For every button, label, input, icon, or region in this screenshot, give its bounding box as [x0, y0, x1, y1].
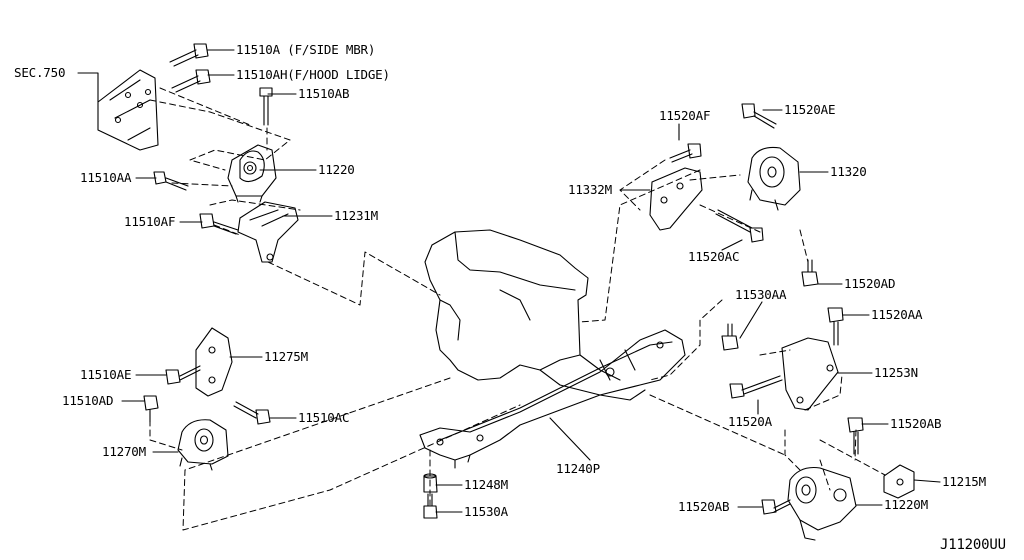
- bolt-11510ae: [165, 365, 201, 385]
- bolt-11510af: [199, 213, 239, 235]
- dashed-assembly-lines: [149, 87, 886, 531]
- callout-11275m: 11275M: [264, 349, 308, 364]
- figure-code: J11200UU: [940, 537, 1006, 553]
- bracket-11253n: [781, 337, 839, 411]
- callout-11520ab-upper: 11520AB: [890, 416, 942, 431]
- callout-11520a: 11520A: [728, 414, 772, 429]
- callout-11530a: 11530A: [464, 504, 508, 519]
- callout-11510a: 11510A (F/SIDE MBR): [236, 42, 376, 57]
- callout-11520ac: 11520AC: [688, 249, 740, 264]
- callout-11320: 11320: [830, 164, 867, 179]
- mount-11220m: [787, 466, 857, 541]
- bolt-11520af: [669, 143, 702, 163]
- callout-11220: 11220: [318, 162, 355, 177]
- callout-11510ab: 11510AB: [298, 86, 350, 101]
- callout-11510af: 11510AF: [124, 214, 176, 229]
- callout-11231m: 11231M: [334, 208, 378, 223]
- callout-11270m: 11270M: [102, 444, 146, 459]
- callout-11520ae: 11520AE: [784, 102, 836, 117]
- callout-11248m: 11248M: [464, 477, 508, 492]
- bolt-11510ah: [171, 69, 211, 93]
- callout-11510ae: 11510AE: [80, 367, 132, 382]
- bolt-11510ac: [233, 401, 271, 425]
- bracket-11332m: [649, 167, 703, 231]
- callout-11510ad: 11510AD: [62, 393, 114, 408]
- leader-lines: [77, 49, 941, 513]
- bolt-11520aa: [827, 307, 844, 346]
- bracket-11231m: [237, 201, 299, 263]
- callout-11510ah: 11510AH(F/HOOD LIDGE): [236, 67, 390, 82]
- nut-11248m: [423, 473, 438, 493]
- mount-11320: [747, 146, 801, 211]
- mount-11270m: [177, 419, 229, 471]
- bolt-11510a: [169, 43, 209, 67]
- bracket-11215m: [883, 464, 915, 499]
- callout-11530aa: 11530AA: [735, 287, 787, 302]
- bolt-11520ab-upper: [847, 417, 864, 455]
- callout-11510aa: 11510AA: [80, 170, 132, 185]
- bracket-11275m: [195, 327, 233, 397]
- callout-11510ac: 11510AC: [298, 410, 350, 425]
- bolt-11510ad: [143, 395, 159, 423]
- callout-11520ab-lower: 11520AB: [678, 499, 730, 514]
- member-11240p: [419, 329, 686, 469]
- bolt-11510ab: [259, 87, 273, 126]
- nut-11530aa: [721, 323, 739, 351]
- reference-label: SEC.750: [14, 65, 66, 80]
- callout-11520aa: 11520AA: [871, 307, 923, 322]
- callout-11332m: 11332M: [568, 182, 612, 197]
- bolt-11520ac: [715, 209, 764, 243]
- callout-11240p: 11240P: [556, 461, 600, 476]
- callout-11215m: 11215M: [942, 474, 986, 489]
- bolt-11520a: [729, 375, 783, 399]
- callout-11253n: 11253N: [874, 365, 918, 380]
- bolt-11520ae: [741, 103, 777, 129]
- engine-block: [424, 229, 646, 401]
- mount-11220: [227, 144, 277, 203]
- callout-11520ad: 11520AD: [844, 276, 896, 291]
- bolt-11520ab-lower: [761, 499, 791, 515]
- callout-11220m: 11220M: [884, 497, 928, 512]
- bolt-11510aa: [153, 171, 189, 191]
- sec750-bracket: [97, 69, 159, 151]
- bolt-11530a: [423, 493, 438, 519]
- bolt-11520ad: [801, 259, 819, 287]
- callout-11520af: 11520AF: [659, 108, 711, 123]
